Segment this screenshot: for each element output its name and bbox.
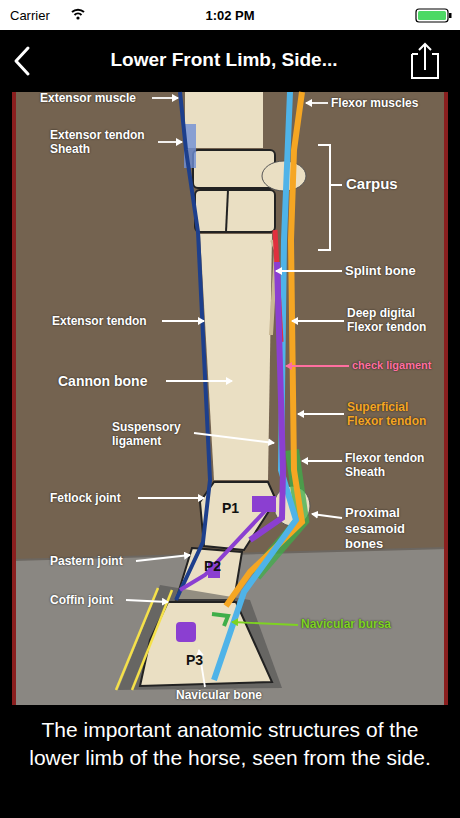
bone-label: P3 xyxy=(186,652,216,669)
part-label: Flexor muscles xyxy=(331,96,451,110)
part-label: Pastern joint xyxy=(50,554,138,568)
part-label: Extensor muscle xyxy=(40,91,152,105)
part-label: Coffin joint xyxy=(50,593,130,607)
part-label: Splint bone xyxy=(345,263,445,279)
part-label: Extensor tendon xyxy=(52,314,160,328)
part-label: Suspensory ligament xyxy=(112,420,194,449)
status-text: Carrier xyxy=(10,8,90,24)
bone-label: P2 xyxy=(204,558,234,575)
part-label: Superficial Flexor tendon xyxy=(347,400,443,429)
part-label: Extensor tendon Sheath xyxy=(50,128,156,157)
part-label: Carpus xyxy=(346,175,426,193)
part-label: Proximal sesamoid bones xyxy=(345,505,441,552)
part-label: Deep digital Flexor tendon xyxy=(347,306,443,335)
part-label: check ligament xyxy=(352,359,444,372)
caption: The important anatomic structures of the… xyxy=(14,716,446,772)
part-label: Navicular bone xyxy=(176,688,296,702)
bone-label: P1 xyxy=(222,500,252,517)
status-time: 1:02 PM xyxy=(170,8,290,24)
part-label: Flexor tendon Sheath xyxy=(345,451,441,480)
part-label: Fetlock joint xyxy=(50,491,138,505)
nav-title: Lower Front Limb, Side... xyxy=(44,49,404,72)
part-label: Cannon bone xyxy=(58,373,164,390)
part-label: Navicular bursa xyxy=(301,617,441,631)
